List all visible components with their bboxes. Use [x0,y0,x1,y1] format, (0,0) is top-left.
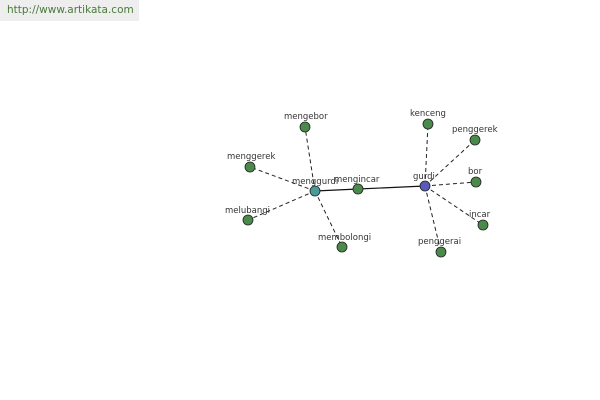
nodes-layer [242,118,489,258]
node-label-mengebor[interactable]: mengebor [284,112,328,122]
edge-menggurdi-membolongi [314,190,343,248]
node-menggurdi[interactable] [309,185,321,197]
edge-gurdi-penggerai [424,185,442,253]
node-menggerek[interactable] [244,161,256,173]
edge-mengincar-gurdi [357,185,426,190]
edge-gurdi-kenceng [424,123,429,187]
node-label-kenceng[interactable]: kenceng [410,109,446,119]
edge-gurdi-bor [424,181,477,187]
node-mengebor[interactable] [299,121,311,133]
node-label-menggerek[interactable]: menggerek [227,152,275,162]
node-penggerek[interactable] [469,134,481,146]
node-label-melubangi[interactable]: melubangi [225,206,270,216]
node-label-gurdi[interactable]: gurdi [413,172,435,182]
node-label-membolongi[interactable]: membolongi [318,233,371,243]
node-penggerai[interactable] [435,246,447,258]
edge-gurdi-penggerek [424,139,476,187]
edge-menggurdi-mengebor [304,126,316,192]
edge-menggurdi-mengincar [314,188,359,192]
node-label-penggerai[interactable]: penggerai [418,237,461,247]
edge-menggurdi-menggerek [249,166,316,192]
node-label-bor[interactable]: bor [468,167,483,177]
node-label-mengincar[interactable]: mengincar [334,175,380,185]
edges-layer [247,123,484,253]
node-bor[interactable] [470,176,482,188]
node-label-menggurdi[interactable]: menggurdi [292,177,338,187]
node-melubangi[interactable] [242,214,254,226]
node-gurdi[interactable] [419,180,431,192]
edge-menggurdi-melubangi [247,190,316,221]
node-label-incar[interactable]: incar [469,210,491,220]
edge-gurdi-incar [424,185,484,226]
node-membolongi[interactable] [336,241,348,253]
node-kenceng[interactable] [422,118,434,130]
node-label-penggerek[interactable]: penggerek [452,125,498,135]
source-url[interactable]: http://www.artikata.com [0,0,139,21]
node-incar[interactable] [477,219,489,231]
node-mengincar[interactable] [352,183,364,195]
